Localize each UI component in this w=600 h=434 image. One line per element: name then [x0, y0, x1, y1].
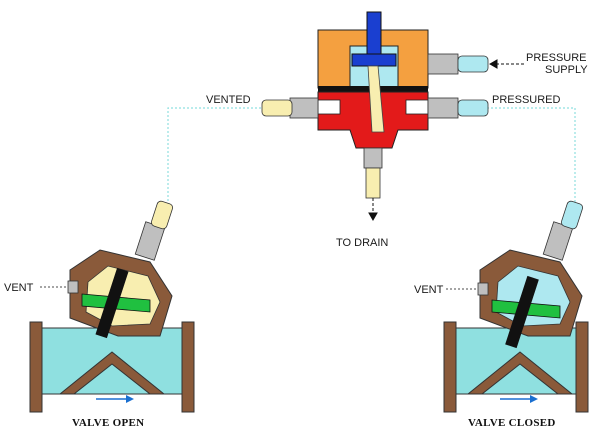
label-vented: VENTED: [206, 94, 251, 106]
pressured-tube: [457, 99, 489, 117]
label-pressure: PRESSURE: [526, 52, 587, 64]
drain-arrow-icon: [368, 212, 378, 222]
vent-line-left: [167, 107, 265, 205]
label-supply: SUPPLY: [545, 64, 588, 76]
valve-closed-flow-icon: [530, 395, 538, 403]
label-valve-closed: VALVE CLOSED: [468, 417, 556, 429]
label-vent-right: VENT: [414, 284, 444, 296]
drain-fitting: [363, 147, 383, 169]
label-vent-left: VENT: [4, 282, 34, 294]
valve-closed-vent-fitting: [477, 282, 489, 296]
valve-closed-top-tube: [561, 200, 583, 230]
label-pressured: PRESSURED: [492, 94, 561, 106]
supply-tube: [457, 55, 489, 73]
valve-open-stem: [95, 267, 129, 339]
supply-arrow-icon: [488, 59, 498, 69]
label-valve-open: VALVE OPEN: [72, 417, 144, 429]
supply-fitting: [427, 53, 459, 75]
pilot-port-right: [405, 99, 429, 115]
pilot-valve: [261, 11, 489, 199]
valve-closed-stem: [505, 275, 539, 349]
valve-open-seat: [58, 351, 166, 395]
flow-arrows: [368, 59, 524, 222]
valve-closed-flange-left: [443, 321, 457, 413]
valve-closed-seat: [466, 351, 574, 395]
pressured-line-right: [455, 107, 576, 205]
vented-fitting: [289, 97, 319, 119]
main-valve-open: [29, 200, 195, 413]
valve-open-flange-right: [181, 321, 195, 413]
valve-open-vent-fitting: [67, 280, 79, 294]
pilot-stem: [366, 11, 382, 55]
pressured-fitting: [427, 97, 459, 119]
pilot-port-left: [317, 99, 341, 115]
tubing-lines: [167, 107, 576, 205]
main-valve-closed: [443, 200, 589, 413]
label-to-drain: TO DRAIN: [336, 237, 388, 249]
pilot-passage: [367, 65, 385, 133]
vented-tube: [261, 99, 293, 117]
valve-closed-flange-right: [575, 321, 589, 413]
valve-open-top-tube: [151, 200, 173, 230]
valve-open-flow-icon: [126, 395, 134, 403]
valve-open-flange-left: [29, 321, 43, 413]
pilot-diaphragm: [351, 53, 397, 67]
drain-tube: [365, 167, 381, 199]
